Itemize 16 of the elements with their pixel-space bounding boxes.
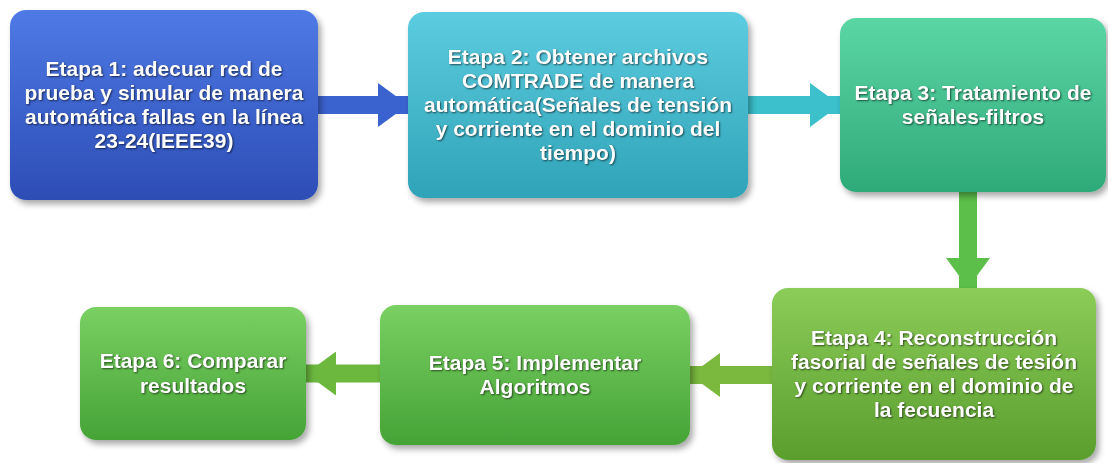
step-text: Etapa 5: Implementar Algoritmos bbox=[427, 350, 643, 400]
block-arrow bbox=[318, 83, 408, 127]
process-box bbox=[80, 307, 306, 440]
process-box bbox=[772, 288, 1096, 460]
step-text: Etapa 4: Reconstrucción fasorial de señales de tesión y corriente en el dominio de la fecuencia bbox=[790, 325, 1078, 423]
block-arrow bbox=[748, 83, 840, 127]
block-arrow bbox=[946, 192, 990, 288]
block-arrow bbox=[306, 351, 380, 396]
process-box bbox=[408, 12, 748, 198]
process-box bbox=[840, 18, 1106, 192]
step-text: Etapa 2: Obtener archivos COMTRADE de manera automática(Señales de tensión y corriente en el dominio del tiempo) bbox=[422, 44, 734, 166]
process-box bbox=[380, 305, 690, 445]
step-text: Etapa 1: adecuar red de prueba y simular de manera automática fallas en la línea 23-24(IEEE39) bbox=[23, 56, 305, 154]
step-text: Etapa 6: Comparar resultados bbox=[98, 349, 288, 398]
step-text: Etapa 3: Tratamiento de señales-filtros bbox=[853, 80, 1093, 130]
process-box bbox=[10, 10, 318, 200]
